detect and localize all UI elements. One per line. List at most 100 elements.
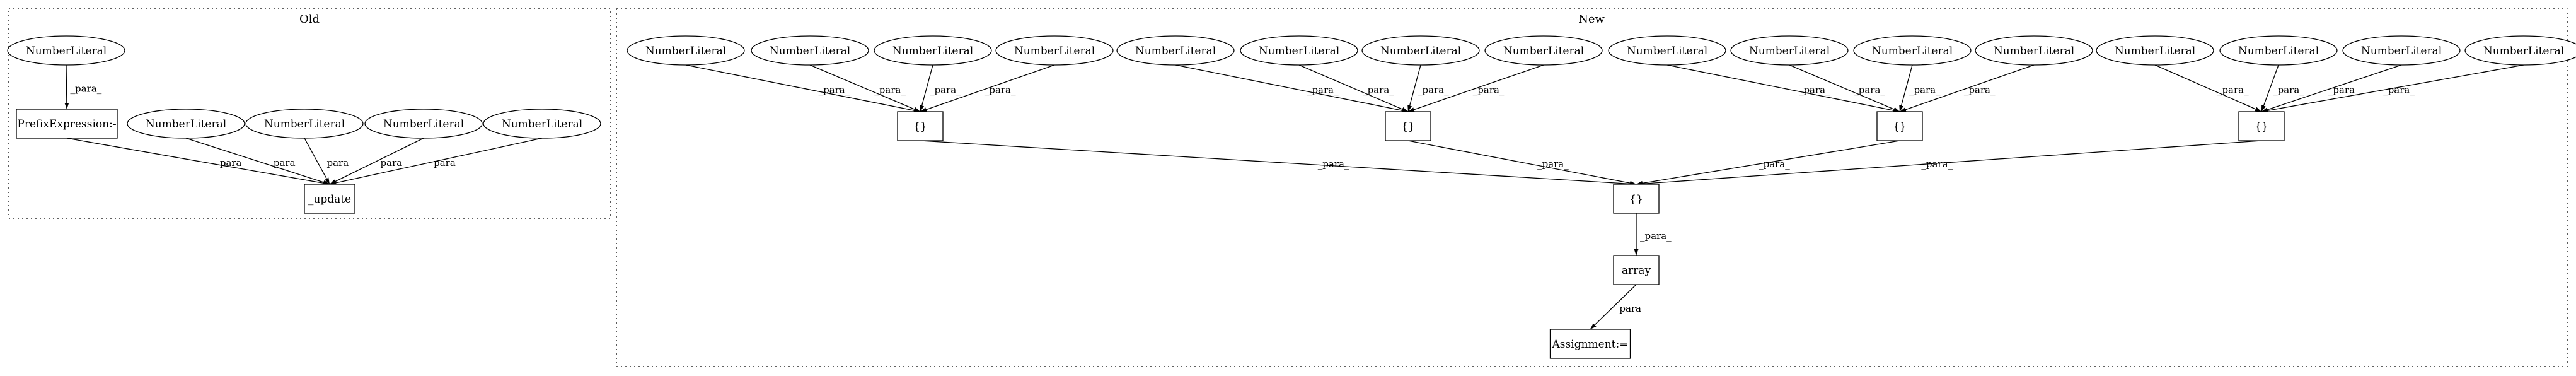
node-label: NumberLiteral — [1380, 45, 1461, 57]
edge-n_d4-to-n_brace_d — [2261, 64, 2524, 113]
node-label: {} — [1401, 120, 1415, 133]
node-box — [1549, 329, 1631, 359]
edge-label: _para_ — [1799, 85, 1830, 96]
node-ellipse — [751, 35, 869, 66]
node-ellipse — [1116, 35, 1235, 66]
node-n_c3: NumberLiteral — [1853, 35, 1972, 66]
node-o_lit_4: NumberLiteral — [483, 109, 601, 139]
node-box — [1613, 255, 1660, 285]
edge-n_brace_a-to-n_brace_main — [920, 140, 1637, 186]
node-n_brace_d: {} — [2238, 111, 2285, 141]
edge-label: _para_ — [819, 85, 850, 96]
edge-label: _para_ — [215, 157, 246, 168]
node-o_lit_1: NumberLiteral — [127, 109, 245, 139]
edge-o_lit_4-to-o_update — [329, 138, 543, 185]
node-o_prefix: PrefixExpression:- — [16, 109, 118, 139]
edge-n_brace_b-to-n_brace_main — [1407, 140, 1637, 185]
edge-label: _para_ — [1909, 85, 1941, 96]
edge-n_a3-to-n_brace_a — [920, 64, 933, 112]
node-n_c2: NumberLiteral — [1730, 35, 1849, 66]
edge-label: _para_ — [874, 85, 906, 96]
node-label: Assignment:= — [1552, 338, 1629, 351]
edge-n_d2-to-n_brace_d — [2261, 64, 2279, 112]
node-ellipse — [874, 35, 992, 66]
edge-label: _para_ — [1318, 158, 1349, 170]
edge-n_b1-to-n_brace_b — [1175, 64, 1409, 113]
node-label: NumberLiteral — [1259, 45, 1339, 57]
edge-n_c2-to-n_brace_c — [1789, 64, 1900, 112]
node-n_a3: NumberLiteral — [874, 35, 992, 66]
node-label: {} — [1893, 120, 1907, 133]
edge-label: _para_ — [376, 157, 407, 168]
node-label: array — [1622, 264, 1651, 277]
node-box — [16, 109, 118, 139]
edge-label: _para_ — [71, 83, 102, 95]
edge-label: _para_ — [1307, 85, 1339, 96]
node-label: NumberLiteral — [1503, 45, 1584, 57]
edge-label: _para_ — [1363, 85, 1394, 96]
node-n_d1: NumberLiteral — [2096, 35, 2214, 66]
node-ellipse — [483, 109, 601, 139]
node-label: NumberLiteral — [1014, 45, 1095, 57]
edge-n_a4-to-n_brace_a — [920, 64, 1055, 112]
node-ellipse — [2342, 35, 2461, 66]
node-n_b1: NumberLiteral — [1116, 35, 1235, 66]
nodes: NumberLiteralPrefixExpression:-NumberLit… — [7, 35, 2576, 359]
node-label: NumberLiteral — [1872, 45, 1953, 57]
cluster-old: Old — [8, 8, 611, 219]
node-label: NumberLiteral — [645, 45, 726, 57]
node-box — [1876, 111, 1923, 141]
edge-n_array-to-n_assign — [1590, 284, 1637, 330]
cluster-old-label: Old — [299, 13, 320, 26]
node-ellipse — [245, 109, 364, 139]
node-label: NumberLiteral — [2483, 45, 2564, 57]
cluster-old-border — [8, 8, 611, 219]
node-ellipse — [1730, 35, 1849, 66]
node-o_update: _update — [304, 184, 355, 214]
node-ellipse — [2096, 35, 2214, 66]
edge-label: _para_ — [1640, 230, 1672, 242]
node-label: _update — [308, 193, 351, 206]
node-ellipse — [1608, 35, 1726, 66]
node-box — [2238, 111, 2285, 141]
edge-n_c3-to-n_brace_c — [1899, 64, 1913, 112]
edge-n_brace_d-to-n_brace_main — [1636, 140, 2262, 186]
node-label: NumberLiteral — [2115, 45, 2195, 57]
node-ellipse — [1240, 35, 1358, 66]
node-label: PrefixExpression:- — [17, 118, 116, 131]
edge-label: _para_ — [2383, 85, 2415, 96]
node-box — [1613, 184, 1660, 214]
cluster-new-label: New — [1578, 13, 1605, 26]
edge-label: _para_ — [2217, 85, 2249, 96]
node-label: NumberLiteral — [1994, 45, 2074, 57]
edge-label: _para_ — [1418, 85, 1449, 96]
edge-n_a1-to-n_brace_a — [685, 64, 921, 113]
node-label: {} — [2255, 120, 2268, 133]
node-n_b2: NumberLiteral — [1240, 35, 1358, 66]
edge-n_d1-to-n_brace_d — [2154, 64, 2262, 112]
node-ellipse — [995, 35, 1114, 66]
node-n_c4: NumberLiteral — [1975, 35, 2093, 66]
node-label: NumberLiteral — [2238, 45, 2319, 57]
node-n_b3: NumberLiteral — [1361, 35, 1480, 66]
node-label: NumberLiteral — [1627, 45, 1707, 57]
edge-label: _para_ — [429, 157, 461, 168]
node-o_lit_2: NumberLiteral — [245, 109, 364, 139]
cluster-new: New — [616, 8, 2568, 367]
edges: _para_ _para_ _para_ _para_ _para_ _para_ _par… — [64, 64, 2524, 330]
node-box — [1385, 111, 1431, 141]
node-ellipse — [627, 35, 745, 66]
edge-label: _para_ — [1921, 158, 1953, 170]
node-n_c1: NumberLiteral — [1608, 35, 1726, 66]
node-n_brace_a: {} — [897, 111, 944, 141]
node-box — [897, 111, 944, 141]
edge-label: _para_ — [1615, 303, 1646, 314]
node-label: NumberLiteral — [1749, 45, 1830, 57]
edge-label: _para_ — [322, 157, 354, 168]
node-n_d3: NumberLiteral — [2342, 35, 2461, 66]
node-ellipse — [1361, 35, 1480, 66]
node-label: NumberLiteral — [26, 45, 107, 57]
node-ellipse — [7, 35, 125, 66]
node-ellipse — [2219, 35, 2338, 66]
node-box — [304, 184, 355, 214]
